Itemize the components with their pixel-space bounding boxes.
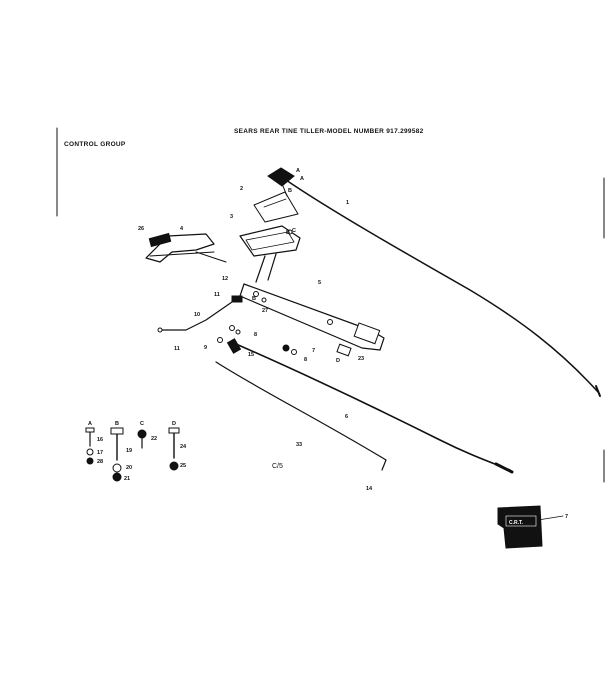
hw-letter-a: A <box>88 421 92 427</box>
callout-letter-d: D <box>336 358 340 364</box>
part-12 <box>253 291 259 297</box>
hw-letter-b: B <box>115 421 119 427</box>
cable-1-end <box>595 385 601 397</box>
callout-2: 2 <box>240 186 243 192</box>
hardware-column-a <box>85 427 95 465</box>
part-23 <box>336 343 352 357</box>
hw-d-25: 25 <box>180 463 186 469</box>
callout-8-upper: 8 <box>254 332 257 338</box>
hw-a-28: 28 <box>97 459 103 465</box>
cable-6-end <box>494 462 514 474</box>
link-rod-10 <box>159 301 233 331</box>
callout-11-lower: 11 <box>174 346 180 352</box>
hw-a-17: 17 <box>97 450 103 456</box>
part-27 <box>261 297 267 303</box>
callout-11: 11 <box>214 292 220 298</box>
callout-10: 10 <box>194 312 200 318</box>
hw-a-16: 16 <box>97 437 103 443</box>
callout-12: 12 <box>222 276 228 282</box>
handle-4 <box>145 233 215 263</box>
callout-letter-b-mid: B <box>286 230 290 236</box>
part-8b <box>235 329 241 335</box>
callout-6: 6 <box>345 414 348 420</box>
hw-b-19: 19 <box>126 448 132 454</box>
page-code: C/5 <box>272 463 283 470</box>
part-11 <box>231 295 243 303</box>
callout-23: 23 <box>358 356 364 362</box>
callout-7: 7 <box>312 348 315 354</box>
handle-4-arm <box>195 251 227 263</box>
part-8-lower <box>291 349 297 355</box>
callout-letter-b-top: B <box>288 188 292 194</box>
handle-4-rail <box>149 251 215 257</box>
spring-15 <box>226 338 242 354</box>
bar-hole <box>327 319 333 325</box>
callout-3: 3 <box>230 214 233 220</box>
rod-end <box>157 327 163 333</box>
handle-grip <box>267 167 295 187</box>
hw-c-22: 22 <box>151 436 157 442</box>
callout-5: 5 <box>318 280 321 286</box>
hw-d-24: 24 <box>180 444 187 450</box>
bar-end-block <box>353 322 381 345</box>
callout-9: 9 <box>204 345 207 351</box>
hardware-column-b <box>110 427 124 482</box>
callout-letter-a-2: A <box>300 176 304 182</box>
hw-letter-c: C <box>140 421 144 427</box>
diagram-title: SEARS REAR TINE TILLER-MODEL NUMBER 917.… <box>234 128 424 135</box>
callout-27: 27 <box>262 308 268 314</box>
callout-15: 15 <box>248 352 254 358</box>
control-panel-2 <box>253 191 299 223</box>
control-cable-6 <box>235 343 511 471</box>
hw-b-20: 20 <box>126 465 132 471</box>
bracket-3 <box>239 225 301 257</box>
callout-letter-c: C <box>292 228 296 234</box>
bracket-3-inner <box>245 231 295 251</box>
control-cable-1 <box>285 179 599 393</box>
callout-letter-a-1: A <box>296 168 300 174</box>
part-9 <box>217 337 223 343</box>
part-7 <box>282 344 290 352</box>
grip-26 <box>148 232 172 248</box>
callout-4: 4 <box>180 226 184 232</box>
group-title: CONTROL GROUP <box>64 141 126 148</box>
callout-8: 8 <box>304 357 307 363</box>
badge-callout-7: 7 <box>565 514 568 520</box>
callout-letter-b-low: B <box>252 296 256 302</box>
rod-33-hook <box>381 459 387 471</box>
part-8 <box>229 325 235 331</box>
crt-badge <box>497 505 564 549</box>
upright-stand <box>255 253 277 283</box>
callout-14: 14 <box>366 486 373 492</box>
hardware-column-d <box>168 427 180 471</box>
bracket-3-bolt <box>287 229 293 235</box>
callout-26: 26 <box>138 226 144 232</box>
badge-text: C.R.T. <box>509 520 524 526</box>
callout-33: 33 <box>296 442 302 448</box>
drive-rod-33 <box>215 361 387 461</box>
hardware-column-c <box>137 429 147 449</box>
callout-1: 1 <box>346 200 349 206</box>
hw-b-21: 21 <box>124 476 130 482</box>
panel-2-detail <box>263 198 287 208</box>
shift-bar-5 <box>239 283 385 351</box>
hw-letter-d: D <box>172 421 176 427</box>
